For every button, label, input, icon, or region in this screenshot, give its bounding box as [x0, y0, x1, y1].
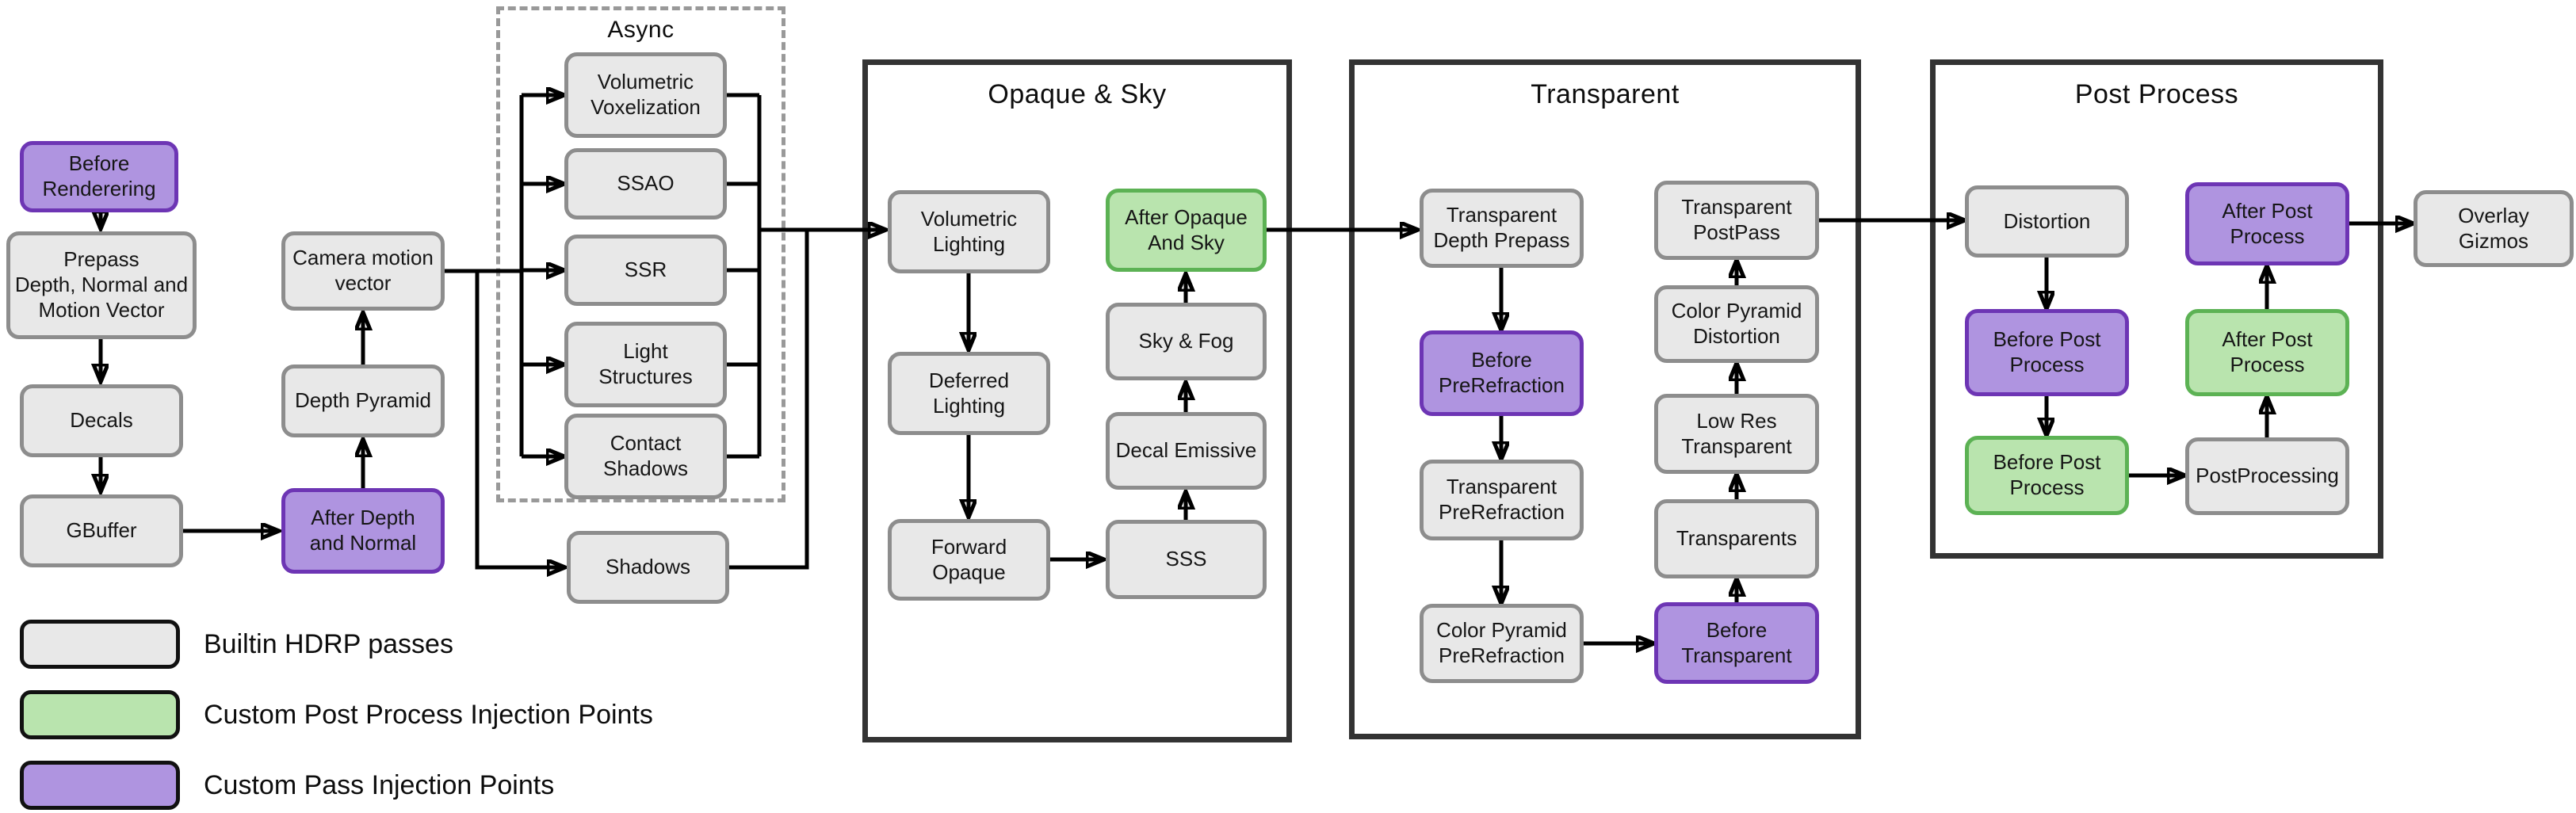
legend-label-custom-post: Custom Post Process Injection Points — [204, 700, 653, 730]
node-transparent-depth-prepass: Transparent Depth Prepass — [1420, 189, 1584, 268]
node-camera-motion-vector: Camera motion vector — [281, 231, 445, 311]
node-sky-and-fog: Sky & Fog — [1106, 303, 1267, 380]
post-process-group-title: Post Process — [2074, 79, 2239, 109]
node-before-prerefraction: Before PreRefraction — [1420, 330, 1584, 416]
node-transparent-prerefraction: Transparent PreRefraction — [1420, 460, 1584, 540]
node-transparent-postpass: Transparent PostPass — [1654, 181, 1819, 260]
node-low-res-transparent: Low Res Transparent — [1654, 394, 1819, 474]
node-color-pyramid-prerefraction: Color Pyramid PreRefraction — [1420, 604, 1584, 683]
node-prepass: Prepass Depth, Normal and Motion Vector — [6, 231, 197, 339]
node-light-structures: Light Structures — [564, 322, 727, 407]
node-postprocessing: PostProcessing — [2185, 437, 2349, 515]
legend-swatch-custom-post — [20, 690, 180, 739]
node-decals: Decals — [20, 384, 183, 457]
legend-label-custom-pass: Custom Pass Injection Points — [204, 770, 555, 800]
node-before-transparent: Before Transparent — [1654, 602, 1819, 684]
node-shadows: Shadows — [567, 531, 729, 604]
node-ssr: SSR — [564, 235, 727, 306]
transparent-group-frame: Transparent — [1349, 59, 1861, 739]
node-color-pyramid-distortion: Color Pyramid Distortion — [1654, 285, 1819, 363]
node-after-post-process-pass: After Post Process — [2185, 182, 2349, 265]
node-after-post-process-post: After Post Process — [2185, 309, 2349, 396]
node-depth-pyramid: Depth Pyramid — [281, 365, 445, 437]
legend-label-builtin: Builtin HDRP passes — [204, 629, 453, 659]
node-before-post-process-pass: Before Post Process — [1965, 309, 2129, 396]
node-transparents: Transparents — [1654, 499, 1819, 578]
node-contact-shadows: Contact Shadows — [564, 414, 727, 499]
node-sss: SSS — [1106, 520, 1267, 599]
post-process-group-frame: Post Process — [1930, 59, 2383, 559]
transparent-group-title: Transparent — [1531, 79, 1680, 109]
node-before-post-process-post: Before Post Process — [1965, 436, 2129, 515]
node-volumetric-voxelization: Volumetric Voxelization — [564, 52, 727, 138]
node-before-rendering: Before Renderering — [20, 141, 178, 212]
node-overlay-gizmos: Overlay Gizmos — [2414, 190, 2574, 267]
opaque-sky-group-frame: Opaque & Sky — [862, 59, 1292, 742]
node-volumetric-lighting: Volumetric Lighting — [888, 190, 1050, 273]
legend-swatch-custom-pass — [20, 761, 180, 810]
node-decal-emissive: Decal Emissive — [1106, 412, 1267, 490]
node-gbuffer: GBuffer — [20, 494, 183, 567]
async-group-title: Async — [607, 17, 675, 43]
node-forward-opaque: Forward Opaque — [888, 519, 1050, 601]
node-distortion: Distortion — [1965, 185, 2129, 258]
node-ssao: SSAO — [564, 148, 727, 219]
node-deferred-lighting: Deferred Lighting — [888, 352, 1050, 435]
node-after-depth-and-normal: After Depth and Normal — [281, 488, 445, 574]
node-after-opaque-and-sky: After Opaque And Sky — [1106, 189, 1267, 272]
legend-swatch-builtin — [20, 620, 180, 669]
opaque-sky-group-title: Opaque & Sky — [988, 79, 1167, 109]
